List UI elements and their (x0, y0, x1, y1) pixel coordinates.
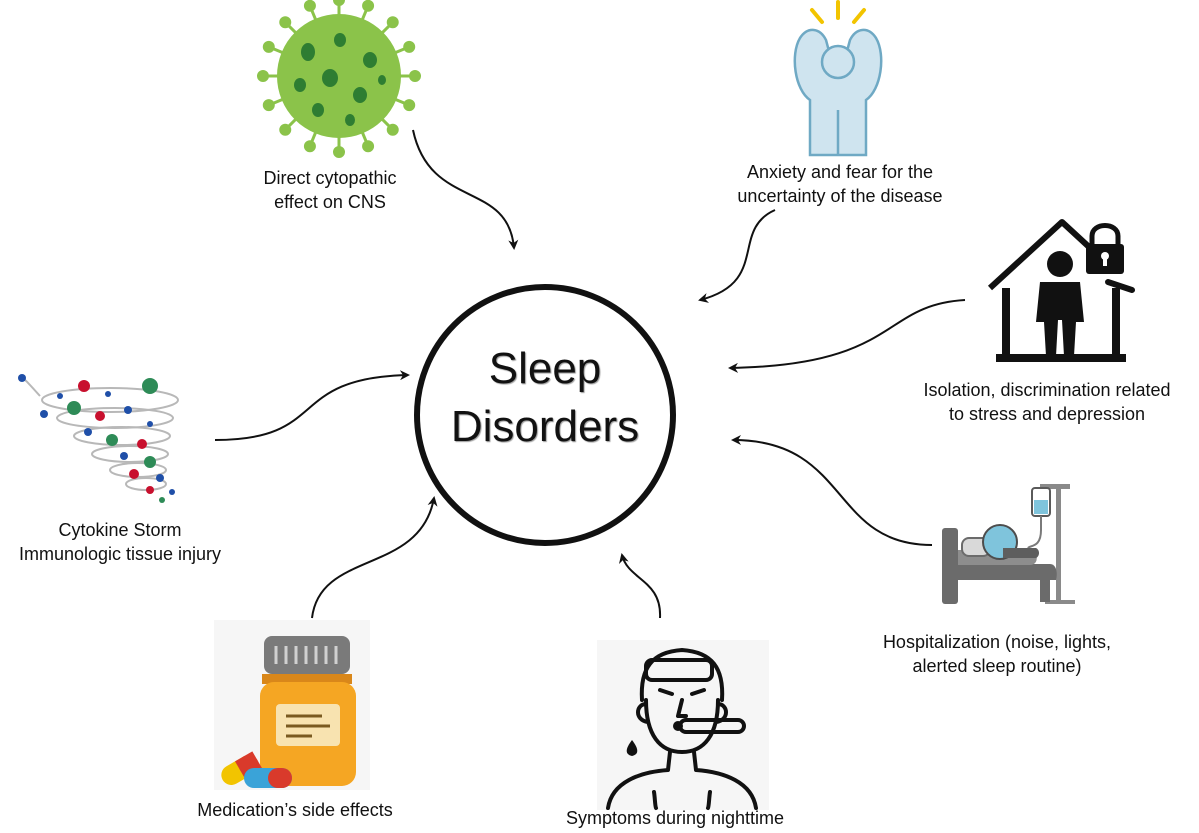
cytokine-dot (84, 428, 92, 436)
arrow-hospital (731, 435, 933, 546)
virus-spike-tip (257, 70, 269, 82)
arrow-virus (412, 129, 519, 250)
cytokine-dot (95, 411, 105, 421)
cytokine-dot (18, 374, 26, 382)
label-cytokine: Cytokine Storm Immunologic tissue injury (18, 520, 222, 564)
virus-spike-tip (403, 40, 416, 53)
virus-spike-tip (333, 146, 345, 158)
center-title-line2: Disorders (450, 402, 640, 451)
virus-spike-tip (386, 16, 399, 29)
medicine-bottle-pills-icon (214, 620, 370, 790)
cytokine-dot (120, 452, 128, 460)
arrow-cytokine (214, 370, 410, 441)
cytokine-dot (169, 489, 175, 495)
virus-spike-tip (279, 123, 292, 136)
virus-spike-tip (262, 40, 275, 53)
virus-spike-tip (362, 140, 375, 153)
cytokine-dot (159, 497, 165, 503)
virus-spike-tip (403, 99, 416, 112)
cytokine-dot (78, 380, 90, 392)
cytokine-dot (129, 469, 139, 479)
center-title: Sleep Disorders (445, 340, 645, 456)
cytokine-dot (142, 378, 158, 394)
label-virus: Direct cytopathic effect on CNS (263, 168, 397, 212)
arrows (214, 129, 966, 619)
virus-spike-tip (303, 0, 316, 12)
virus-spike-tip (279, 16, 292, 29)
virus-spike-tip (409, 70, 421, 82)
cytokine-dot (144, 456, 156, 468)
cytokine-storm-icon (18, 374, 179, 503)
arrow-symptoms (619, 553, 662, 619)
cytokine-dot (106, 434, 118, 446)
virus-icon (257, 0, 421, 158)
anxious-person-icon (793, 0, 883, 157)
virus-spike-tip (386, 123, 399, 136)
virus-spike-tip (333, 0, 345, 6)
label-symptoms: Symptoms during nighttime (565, 808, 785, 828)
arrow-medication (311, 496, 438, 619)
cytokine-dot (40, 410, 48, 418)
sick-person-thermometer-icon (597, 640, 769, 810)
label-medication: Medication’s side effects (197, 800, 393, 820)
locked-house-person-icon (987, 219, 1135, 362)
label-isolation: Isolation, discrimination related to str… (923, 380, 1171, 424)
cytokine-dot (105, 391, 111, 397)
center-circle (414, 284, 676, 546)
cytokine-dot (156, 474, 164, 482)
cytokine-dot (124, 406, 132, 414)
cytokine-dot (147, 421, 153, 427)
cytokine-dot (57, 393, 63, 399)
virus-spike-tip (262, 99, 275, 112)
arrow-isolation (728, 299, 966, 373)
virus-spike-tip (303, 140, 316, 153)
virus-spike-tip (362, 0, 375, 12)
arrow-anxiety (698, 209, 776, 303)
hospital-bed-iv-icon (942, 484, 1075, 604)
cytokine-dot (146, 486, 154, 494)
cytokine-dot (137, 439, 147, 449)
center-title-line1: Sleep (488, 344, 602, 393)
label-anxiety: Anxiety and fear for the uncertainty of … (737, 162, 943, 206)
label-hospital: Hospitalization (noise, lights, alerted … (882, 632, 1112, 676)
cytokine-dot (67, 401, 81, 415)
